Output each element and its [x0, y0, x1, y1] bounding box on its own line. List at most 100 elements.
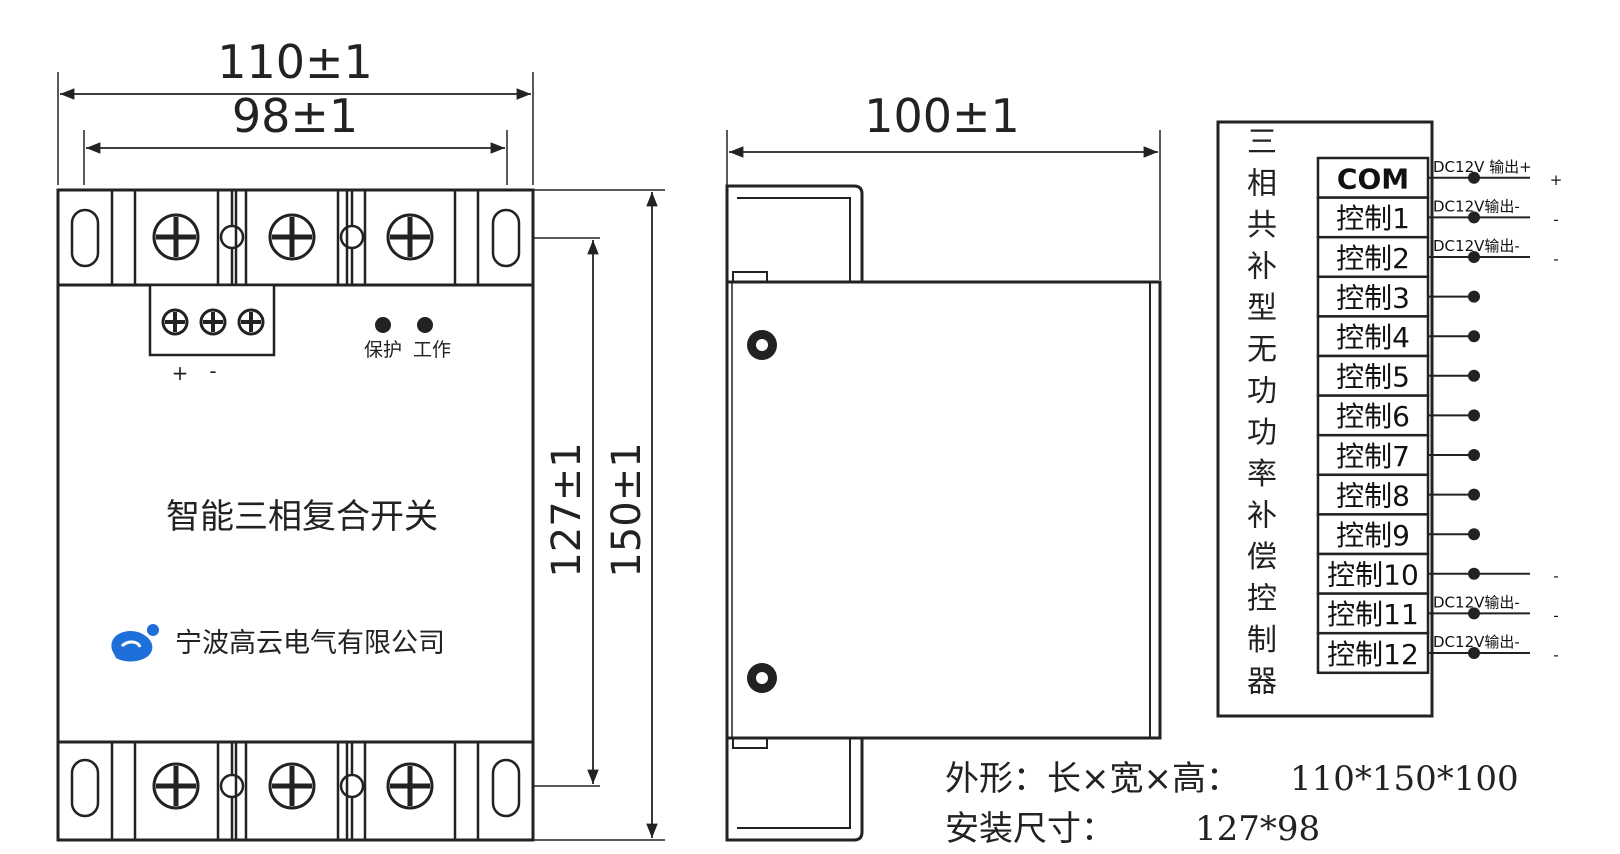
spec-shape-value: 110*150*100	[1290, 759, 1519, 799]
terminal-screw-icon	[161, 308, 189, 336]
front-body-outline	[56, 188, 535, 842]
controller-title-char: 补	[1247, 499, 1277, 534]
terminal-cell	[1316, 433, 1430, 477]
screw-head-icon	[747, 663, 777, 693]
led-protect-icon	[375, 317, 391, 333]
controller-title-char: 共	[1247, 208, 1277, 243]
screw-icon	[152, 213, 200, 261]
side-body-outline	[725, 280, 1162, 740]
dc-output-label: DC12V 输出+	[1433, 158, 1532, 176]
controller-title-char: 补	[1247, 250, 1277, 285]
dc-output-label: DC12V输出-	[1433, 237, 1520, 255]
led-work-icon	[417, 317, 433, 333]
terminal-cell	[1316, 473, 1430, 516]
wire-node-icon	[1468, 330, 1480, 343]
wire-node-icon	[1468, 369, 1480, 382]
terminal-label: 控制12	[1327, 638, 1419, 671]
dim-total-height: 150±1	[533, 189, 665, 841]
controller-title-char: 功	[1247, 374, 1277, 409]
wire-node-icon	[1468, 607, 1480, 620]
side-screws	[747, 330, 777, 693]
terminal-plus-label: +	[172, 361, 189, 385]
controller-title-char: 无	[1247, 333, 1277, 368]
screw-icon	[152, 762, 200, 810]
terminal-label: 控制11	[1327, 598, 1419, 631]
wire-node-icon	[1468, 488, 1480, 501]
terminal-screw-icon	[199, 308, 227, 336]
polarity-sign: -	[1553, 606, 1558, 624]
polarity-sign: -	[1553, 250, 1558, 268]
terminal-label: 控制7	[1336, 440, 1410, 473]
controller-title-char: 功	[1247, 416, 1277, 451]
dc-output-label: DC12V输出-	[1433, 633, 1520, 651]
spec-shape-label: 外形：长×宽×高：	[945, 759, 1240, 799]
terminal-label: 控制2	[1336, 242, 1410, 275]
dim-mount-height-label: 127±1	[544, 442, 590, 577]
bottom-terminal-strip	[70, 742, 521, 840]
controller-title-char: 率	[1247, 457, 1277, 492]
dim-depth-label: 100±1	[864, 89, 1020, 143]
dc-output-label: DC12V输出-	[1433, 593, 1520, 611]
polarity-sign: -	[1553, 567, 1558, 585]
mount-slot-top-left	[70, 208, 100, 268]
polarity-sign: -	[1553, 646, 1558, 664]
terminal-screw-icon	[237, 308, 265, 336]
controller-title-char: 偿	[1247, 540, 1277, 575]
wire-node-icon	[1468, 647, 1480, 659]
mount-slot-bottom-right	[491, 758, 521, 818]
dim-total-height-label: 150±1	[604, 442, 650, 577]
controller-title-char: 三	[1247, 125, 1277, 160]
wire-node-icon	[1468, 211, 1480, 224]
screw-head-icon	[747, 330, 777, 360]
terminal-cell	[1316, 315, 1430, 358]
top-screws	[152, 213, 434, 261]
terminal-minus-label: -	[209, 359, 216, 383]
terminal-label: 控制9	[1336, 519, 1410, 552]
dim-depth: 100±1	[726, 89, 1161, 280]
terminal-cell	[1316, 394, 1430, 437]
controller-title-char: 制	[1247, 623, 1277, 658]
terminal-label: 控制10	[1327, 559, 1419, 592]
led-work-label: 工作	[413, 339, 451, 361]
wire-node-icon	[1468, 567, 1480, 580]
terminal-label: 控制6	[1336, 400, 1410, 433]
specs: 外形：长×宽×高： 110*150*100 安装尺寸： 127*98	[945, 759, 1519, 849]
dc-output-label: DC12V输出-	[1433, 197, 1520, 215]
terminal-label: 控制5	[1336, 361, 1410, 394]
company-logo	[111, 624, 159, 662]
controller-title-char: 相	[1247, 167, 1277, 202]
controller-title-char: 型	[1247, 291, 1277, 326]
mount-slot-bottom-left	[70, 758, 100, 818]
terminal-cell	[1316, 513, 1430, 556]
front-view: 110±1 98±1	[56, 35, 665, 842]
screw-icon	[386, 762, 434, 810]
wire-node-icon	[1468, 171, 1480, 184]
dim-outer-width-label: 110±1	[217, 35, 373, 89]
top-terminal-strip	[70, 190, 521, 285]
wire-node-icon	[1468, 290, 1480, 303]
product-name: 智能三相复合开关	[166, 497, 438, 537]
screw-icon	[268, 213, 316, 261]
wire-node-icon	[1468, 251, 1480, 263]
terminal-label: 控制3	[1336, 281, 1410, 314]
controller-title-char: 控	[1247, 582, 1277, 617]
bottom-screws	[152, 762, 434, 810]
side-view: 100±1	[725, 89, 1162, 842]
terminal-label: 控制8	[1336, 479, 1410, 512]
spec-mount-value: 127*98	[1195, 809, 1320, 849]
dim-inner-width: 98±1	[83, 89, 508, 185]
terminal-label: 控制1	[1336, 202, 1410, 235]
spec-mount-label: 安装尺寸：	[945, 809, 1115, 849]
dim-mount-height: 127±1	[533, 237, 600, 787]
screw-icon	[386, 213, 434, 261]
wire-node-icon	[1468, 409, 1480, 422]
wire-node-icon	[1468, 449, 1480, 461]
control-terminal-block: + -	[148, 283, 276, 385]
polarity-sign: -	[1553, 210, 1558, 228]
terminal-label: 控制4	[1336, 321, 1410, 354]
led-protect-label: 保护	[364, 339, 402, 361]
